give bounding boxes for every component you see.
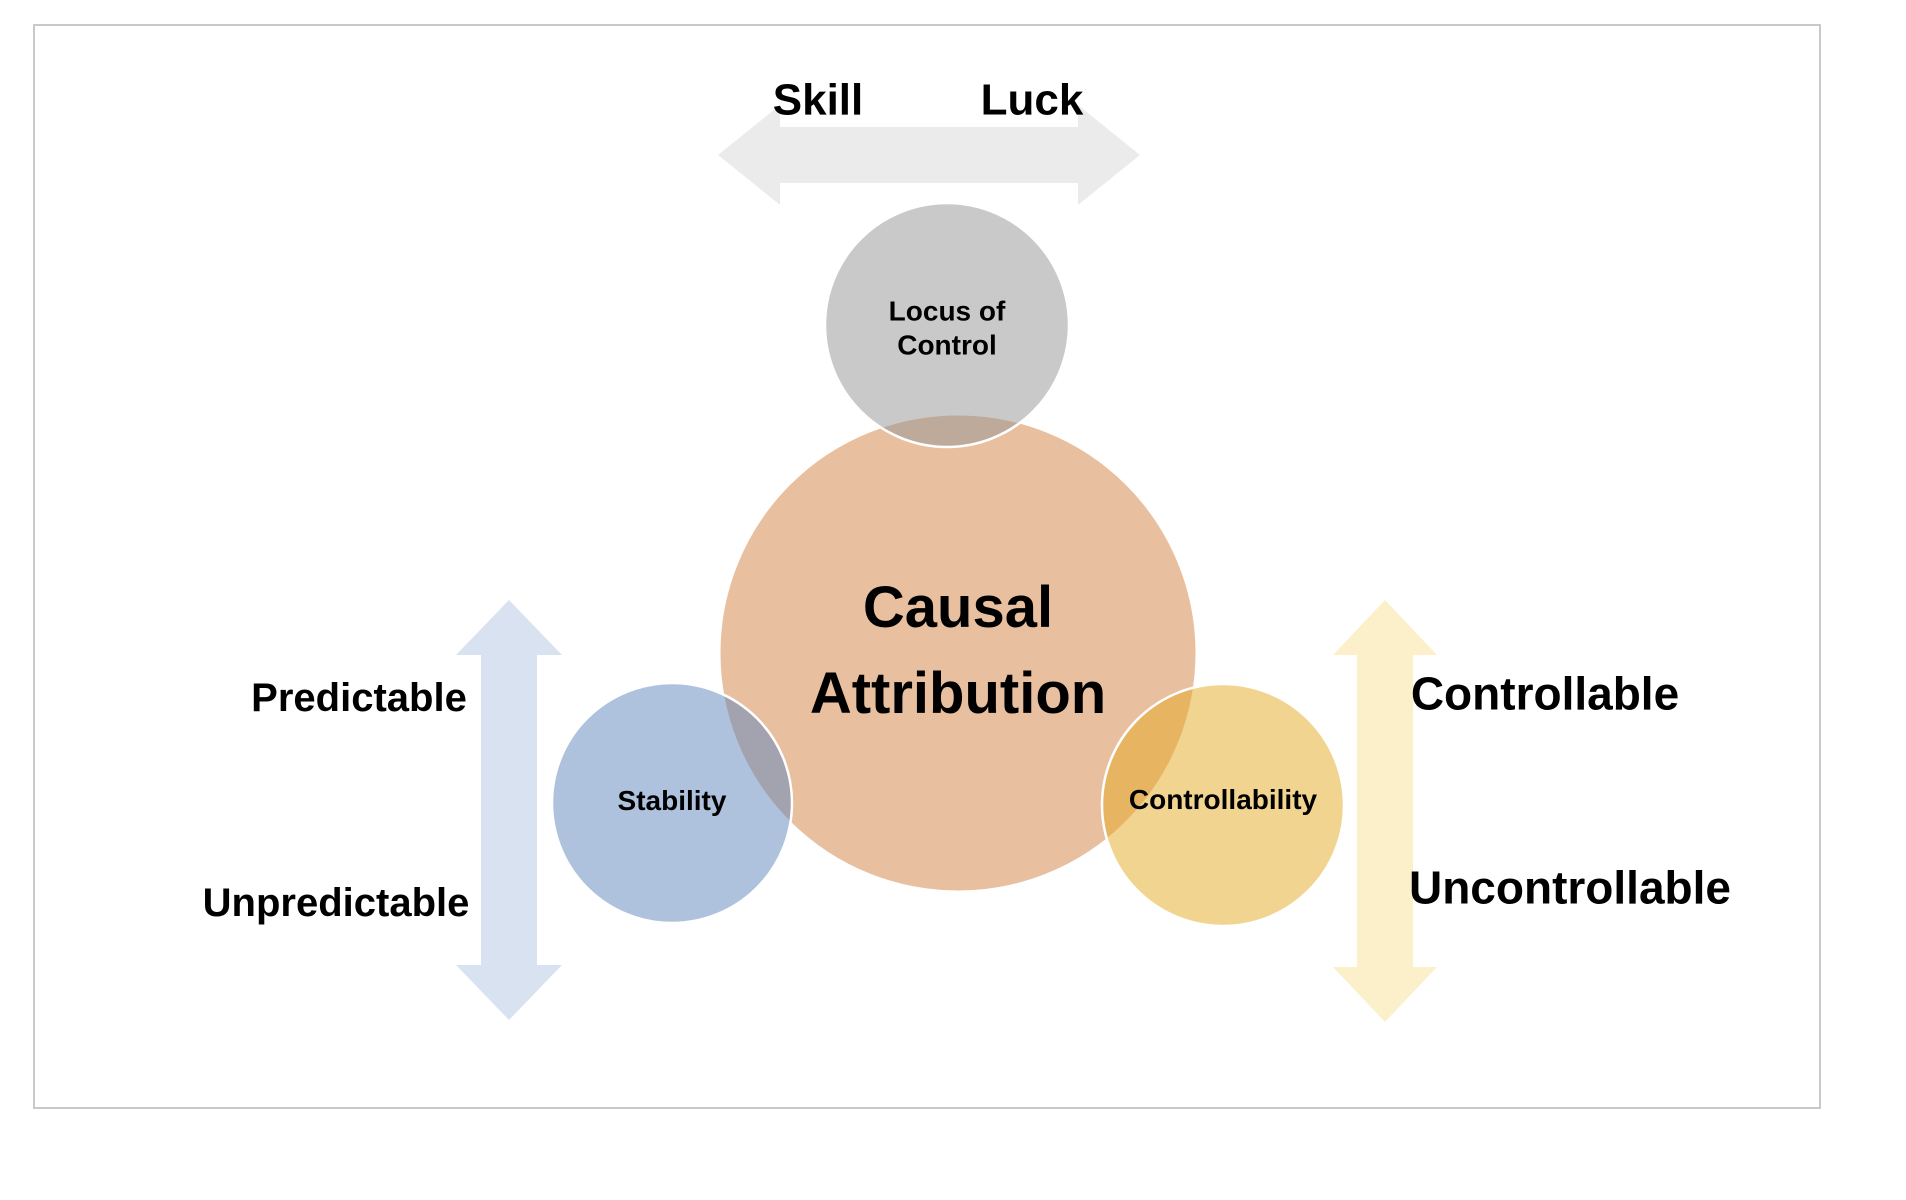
uncontrollable-label: Uncontrollable [1408, 861, 1732, 914]
luck-label: Luck [980, 75, 1084, 125]
predictable-axis-arrow [456, 600, 562, 1020]
controllability-circle [1100, 682, 1346, 928]
locus-of-control-label: Locus of Control [888, 295, 1006, 360]
locus-of-control-circle [823, 201, 1071, 449]
stability-circle [550, 681, 794, 925]
controllable-axis-arrow [1333, 600, 1437, 1022]
stability-label: Stability [617, 785, 727, 817]
controllability-label: Controllability [1128, 784, 1318, 816]
controllable-label: Controllable [1410, 667, 1680, 720]
skill-label: Skill [772, 75, 864, 125]
skill-luck-arrow [718, 105, 1140, 205]
predictable-label: Predictable [251, 676, 467, 720]
slide-border [33, 24, 1821, 1109]
unpredictable-label: Unpredictable [202, 881, 470, 925]
causal-attribution-label: Causal Attribution [809, 575, 1107, 726]
